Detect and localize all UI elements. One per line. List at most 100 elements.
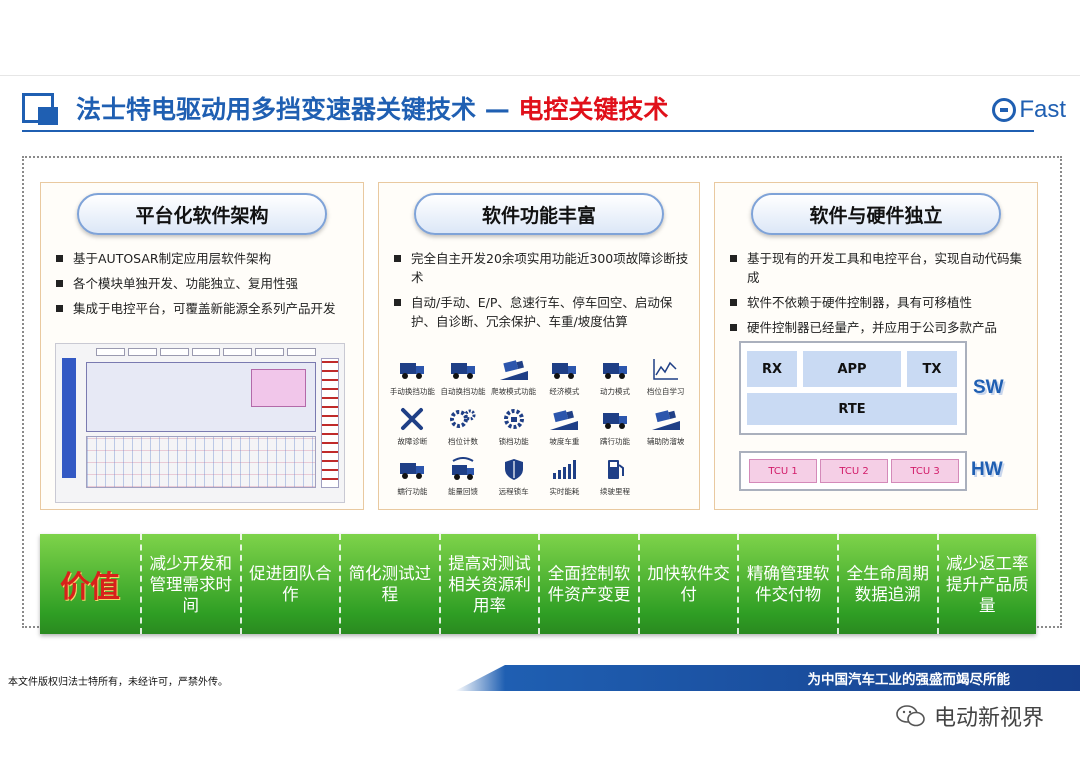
function-label: 手动换挡功能 xyxy=(389,387,435,396)
gears-icon xyxy=(448,405,478,433)
panel-platform-architecture: 平台化软件架构 基于AUTOSAR制定应用层软件架构 各个模块单独开发、功能独立… xyxy=(40,182,364,510)
function-item: 爬坡模式功能 xyxy=(488,355,539,397)
tcu-block: TCU 3 xyxy=(891,459,959,483)
truck-icon xyxy=(600,355,630,383)
function-label: 经济模式 xyxy=(549,387,580,396)
sw-label: SW xyxy=(973,377,1004,398)
tx-block: TX xyxy=(907,351,957,387)
function-item: 档位自学习 xyxy=(640,355,691,397)
function-label: 远程锁车 xyxy=(498,487,529,496)
rte-block: RTE xyxy=(747,393,957,425)
function-item: 实时能耗 xyxy=(539,455,590,497)
wrench-icon xyxy=(397,405,427,433)
function-item: 经济模式 xyxy=(539,355,590,397)
truck-icon xyxy=(600,405,630,433)
function-label: 爬坡模式功能 xyxy=(491,387,537,396)
function-label: 锁档功能 xyxy=(498,437,529,446)
copyright-notice: 本文件版权归法士特所有，未经许可，严禁外传。 xyxy=(8,677,228,688)
truck-icon xyxy=(397,355,427,383)
title-main: 法士特电驱动用多挡变速器关键技术 — xyxy=(76,95,519,124)
hardware-layer-box: TCU 1 TCU 2 TCU 3 xyxy=(739,451,967,491)
hw-label: HW xyxy=(971,459,1003,480)
truck-icon xyxy=(448,355,478,383)
function-item: 续驶里程 xyxy=(590,455,641,497)
bullet-item: 软件不依赖于硬件控制器，具有可移植性 xyxy=(725,293,1029,312)
function-item: 坡度车重 xyxy=(539,405,590,447)
value-item: 全生命周期数据追溯 xyxy=(836,534,937,634)
value-item: 提高对测试相关资源利用率 xyxy=(438,534,539,634)
tcu-block: TCU 2 xyxy=(820,459,888,483)
value-item: 全面控制软件资产变更 xyxy=(538,534,638,634)
panel-title: 平台化软件架构 xyxy=(77,193,327,235)
value-item: 促进团队合作 xyxy=(239,534,340,634)
value-heading: 价值 xyxy=(60,570,120,605)
function-label: 自动换挡功能 xyxy=(440,387,486,396)
function-item: 手动换挡功能 xyxy=(387,355,438,397)
bullet-item: 硬件控制器已经量产，并应用于公司多款产品 xyxy=(725,318,1029,337)
wechat-watermark: 电动新视界 xyxy=(896,700,1044,732)
truck-slope-icon xyxy=(651,405,681,433)
function-item: 蹒行功能 xyxy=(590,405,641,447)
title-accent: 电控关键技术 xyxy=(518,95,669,124)
function-label: 坡度车重 xyxy=(549,437,580,446)
autosar-architecture-diagram xyxy=(55,343,345,503)
function-label: 蹒行功能 xyxy=(599,437,630,446)
panel-sw-hw-independence: 软件与硬件独立 基于现有的开发工具和电控平台，实现自动代码集成 软件不依赖于硬件… xyxy=(714,182,1038,510)
title-divider xyxy=(22,130,1034,132)
value-item: 减少开发和管理需求时间 xyxy=(140,534,240,634)
bullet-item: 集成于电控平台，可覆盖新能源全系列产品开发 xyxy=(51,299,355,318)
footer-slogan-band: 为中国汽车工业的强盛而竭尽所能 xyxy=(455,665,1080,691)
software-layer-box: RX APP TX RTE xyxy=(739,341,967,435)
app-block: APP xyxy=(803,351,901,387)
function-icon-grid: 手动换挡功能自动换挡功能爬坡模式功能 经济模式 动力模式 档位自学习故障诊断 档位计数 锁… xyxy=(387,355,691,497)
function-item: 故障诊断 xyxy=(387,405,438,447)
bullet-item: 自动/手动、E/P、怠速行车、停车回空、启动保护、自诊断、冗余保护、车重/坡度估… xyxy=(389,293,691,331)
rx-block: RX xyxy=(747,351,797,387)
function-label: 蠕行功能 xyxy=(397,487,428,496)
function-label: 档位计数 xyxy=(447,437,478,446)
bullet-list: 基于现有的开发工具和电控平台，实现自动代码集成 软件不依赖于硬件控制器，具有可移… xyxy=(725,249,1029,343)
function-item: 辅助防溜坡 xyxy=(640,405,691,447)
truck-icon xyxy=(397,455,427,483)
function-item: 动力模式 xyxy=(590,355,641,397)
bar-chart-icon xyxy=(549,455,579,483)
slide: 法士特电驱动用多挡变速器关键技术 — 电控关键技术 Fast 平台化软件架构 基… xyxy=(0,75,1080,691)
function-label: 辅助防溜坡 xyxy=(646,437,685,446)
bullet-list: 基于AUTOSAR制定应用层软件架构 各个模块单独开发、功能独立、复用性强 集成… xyxy=(51,249,355,324)
footer-slogan: 为中国汽车工业的强盛而竭尽所能 xyxy=(807,672,1011,688)
function-item: 蠕行功能 xyxy=(387,455,438,497)
truck-energy-icon xyxy=(448,455,478,483)
value-item: 简化测试过程 xyxy=(339,534,439,634)
value-item: 精确管理软件交付物 xyxy=(737,534,837,634)
bullet-item: 完全自主开发20余项实用功能近300项故障诊断技术 xyxy=(389,249,691,287)
brand-text: Fast xyxy=(1019,96,1066,123)
value-bar: 价值 减少开发和管理需求时间 促进团队合作 简化测试过程 提高对测试相关资源利用… xyxy=(40,534,1036,634)
function-item: 自动换挡功能 xyxy=(438,355,489,397)
function-item: 远程锁车 xyxy=(488,455,539,497)
function-item: 档位计数 xyxy=(438,405,489,447)
bullet-item: 基于AUTOSAR制定应用层软件架构 xyxy=(51,249,355,268)
shield-icon xyxy=(499,455,529,483)
panel-title: 软件与硬件独立 xyxy=(751,193,1001,235)
function-label: 档位自学习 xyxy=(646,387,685,396)
function-item: 能量回馈 xyxy=(438,455,489,497)
wechat-icon xyxy=(896,705,925,727)
bullet-item: 基于现有的开发工具和电控平台，实现自动代码集成 xyxy=(725,249,1029,287)
function-label: 动力模式 xyxy=(599,387,630,396)
bullet-item: 各个模块单独开发、功能独立、复用性强 xyxy=(51,274,355,293)
chart-line-icon xyxy=(651,355,681,383)
function-label: 能量回馈 xyxy=(447,487,478,496)
function-label: 实时能耗 xyxy=(549,487,580,496)
truck-slope-icon xyxy=(549,405,579,433)
truck-icon xyxy=(549,355,579,383)
panel-software-functions: 软件功能丰富 完全自主开发20余项实用功能近300项故障诊断技术 自动/手动、E… xyxy=(378,182,700,510)
truck-slope-icon xyxy=(499,355,529,383)
bullet-list: 完全自主开发20余项实用功能近300项故障诊断技术 自动/手动、E/P、怠速行车… xyxy=(389,249,691,337)
value-item: 减少返工率提升产品质量 xyxy=(936,534,1037,634)
function-label: 故障诊断 xyxy=(397,437,428,446)
brand-logo: Fast xyxy=(992,96,1066,124)
fuel-pump-icon xyxy=(600,455,630,483)
gear-lock-icon xyxy=(499,405,529,433)
fast-logo-icon xyxy=(992,98,1017,122)
wechat-channel-name: 电动新视界 xyxy=(933,706,1044,731)
